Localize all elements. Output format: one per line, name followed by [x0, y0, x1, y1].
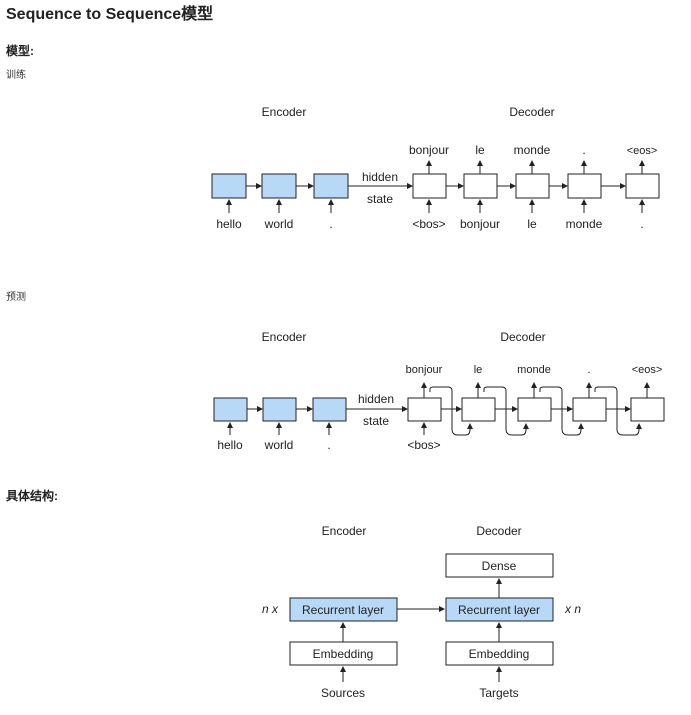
structure-diagram: Encoder Decoder Dense Recurrent layer Re… [262, 524, 581, 700]
nx-label: n x [262, 602, 279, 616]
train-encoder-title: Encoder [262, 105, 307, 119]
predict-encoder-cell-3 [312, 397, 347, 422]
structure-encoder-title: Encoder [322, 524, 367, 538]
predict-encoder-input-2: world [264, 438, 294, 452]
predict-decoder-output-2: le [474, 364, 483, 376]
predict-encoder-cell-1 [213, 397, 248, 422]
targets-label: Targets [479, 686, 518, 700]
train-decoder-cells [412, 173, 660, 199]
train-encoder-cell-1 [211, 173, 247, 199]
train-encoder-cell-2 [261, 173, 297, 199]
train-decoder-input-1: <bos> [412, 217, 445, 231]
predict-decoder-title: Decoder [500, 330, 545, 344]
page-title: Sequence to Sequence模型 [6, 6, 214, 23]
train-decoder-title: Decoder [509, 105, 554, 119]
train-decoder-output-2: le [475, 143, 485, 157]
predict-decoder-output-4: . [587, 364, 590, 376]
train-encoder-cells [211, 173, 349, 199]
predict-state-label: state [363, 414, 389, 428]
predict-encoder-cells [213, 397, 347, 422]
xn-label: x n [564, 602, 581, 616]
train-state-label: state [367, 192, 393, 206]
train-diagram: Encoder Decoder hidden state [211, 105, 660, 231]
section-model-heading: 模型: [6, 44, 34, 58]
embedding-right-label: Embedding [469, 647, 530, 661]
train-decoder-output-1: bonjour [409, 143, 449, 157]
predict-encoder-input-1: hello [217, 438, 243, 452]
predict-decoder-input: <bos> [407, 438, 440, 452]
train-decoder-cell-1 [412, 173, 447, 199]
embedding-left-label: Embedding [313, 647, 374, 661]
predict-encoder-cell-2 [262, 397, 297, 422]
predict-hidden-label: hidden [358, 392, 394, 406]
train-encoder-input-3: . [329, 217, 332, 231]
predict-decoder-output-3: monde [517, 364, 551, 376]
predict-decoder-output-5: <eos> [632, 364, 663, 376]
predict-decoder-cell-2 [461, 397, 496, 422]
predict-diagram: Encoder Decoder hidden state [213, 330, 665, 452]
train-decoder-input-3: le [527, 217, 537, 231]
train-encoder-input-2: world [264, 217, 294, 231]
train-decoder-cell-3 [515, 173, 550, 199]
structure-decoder-title: Decoder [476, 524, 521, 538]
predict-encoder-input-3: . [327, 438, 330, 452]
sources-label: Sources [321, 686, 365, 700]
section-structure-heading: 具体结构: [6, 489, 58, 503]
predict-label: 预测 [6, 292, 26, 303]
train-encoder-input-1: hello [216, 217, 242, 231]
predict-decoder-cell-1 [407, 397, 442, 422]
train-hidden-label: hidden [362, 170, 398, 184]
dense-label: Dense [482, 559, 517, 573]
predict-decoder-cell-4 [572, 397, 607, 422]
predict-encoder-title: Encoder [262, 330, 307, 344]
recurrent-right-label: Recurrent layer [458, 603, 540, 617]
predict-decoder-cell-5 [630, 397, 665, 422]
train-decoder-cell-5 [625, 173, 660, 199]
train-decoder-output-3: monde [514, 143, 551, 157]
predict-decoder-output-1: bonjour [406, 364, 443, 376]
train-decoder-input-5: . [640, 217, 643, 231]
train-decoder-output-5: <eos> [627, 145, 658, 157]
train-decoder-input-2: bonjour [460, 217, 500, 231]
train-decoder-input-4: monde [566, 217, 603, 231]
train-decoder-cell-2 [463, 173, 498, 199]
predict-decoder-cell-3 [517, 397, 552, 422]
train-decoder-output-4: . [582, 143, 585, 157]
train-label: 训练 [6, 70, 26, 81]
train-encoder-cell-3 [313, 173, 349, 199]
train-decoder-cell-4 [567, 173, 602, 199]
dense-box [445, 553, 554, 578]
recurrent-left-label: Recurrent layer [302, 603, 384, 617]
